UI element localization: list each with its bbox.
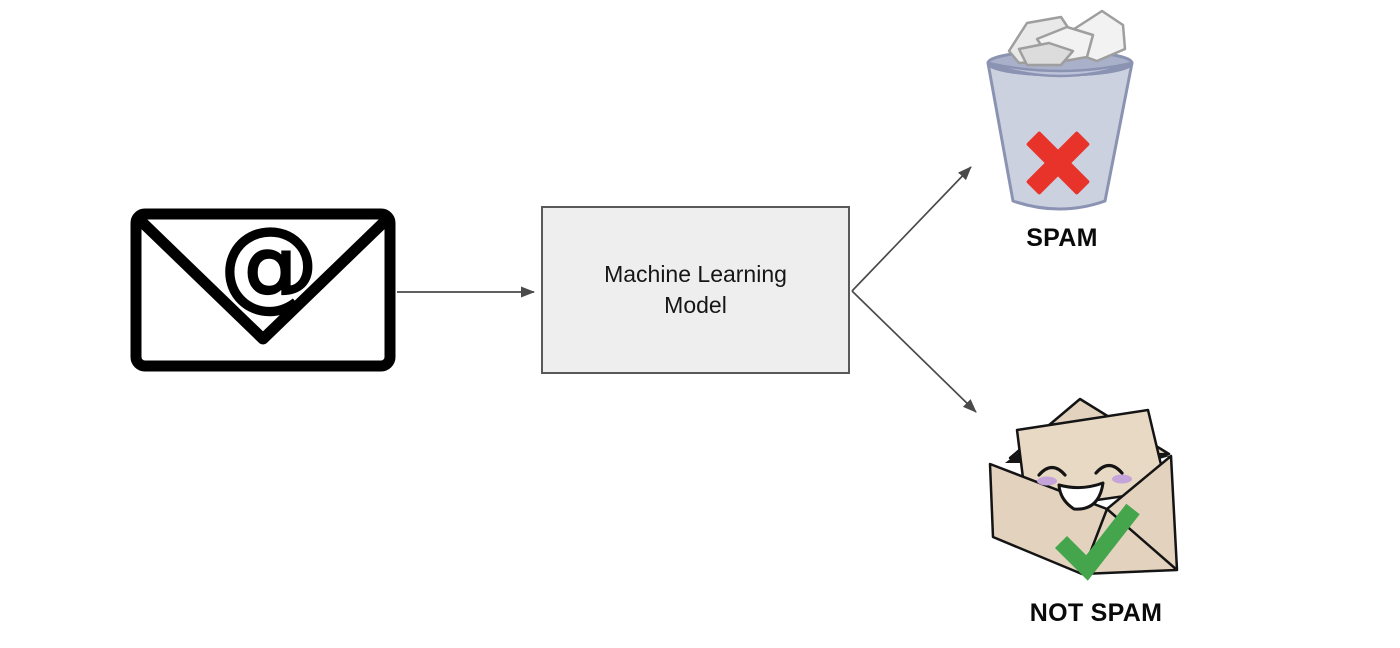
smiley-face — [1037, 463, 1132, 511]
arrow-model-to-spam — [851, 166, 972, 292]
smiling-mouth — [1057, 481, 1105, 511]
email-body — [130, 208, 396, 372]
arrow-model-to-not-spam — [851, 290, 977, 413]
paper-piece — [1017, 41, 1075, 67]
cheek — [1112, 474, 1132, 484]
trash-rim — [987, 61, 1133, 78]
trash-body — [986, 61, 1134, 211]
red-x-icon — [1026, 131, 1090, 195]
happy-eyes — [1037, 463, 1124, 477]
happy-envelope-icon — [988, 397, 1179, 581]
checkmark-icon — [1054, 503, 1140, 581]
cheek — [1037, 476, 1057, 486]
spam-label: SPAM — [1026, 224, 1098, 252]
crumpled-paper-icon — [1007, 9, 1127, 67]
x-stroke — [1026, 131, 1090, 195]
email-at-icon: @ — [130, 208, 396, 372]
at-symbol: @ — [220, 208, 318, 322]
not-spam-label: NOT SPAM — [1029, 599, 1163, 627]
model-box-label: Machine Learning Model — [604, 261, 787, 318]
email-flap — [137, 217, 389, 345]
trash-bin-icon — [986, 9, 1134, 211]
model-box: Machine Learning Model — [541, 206, 850, 374]
